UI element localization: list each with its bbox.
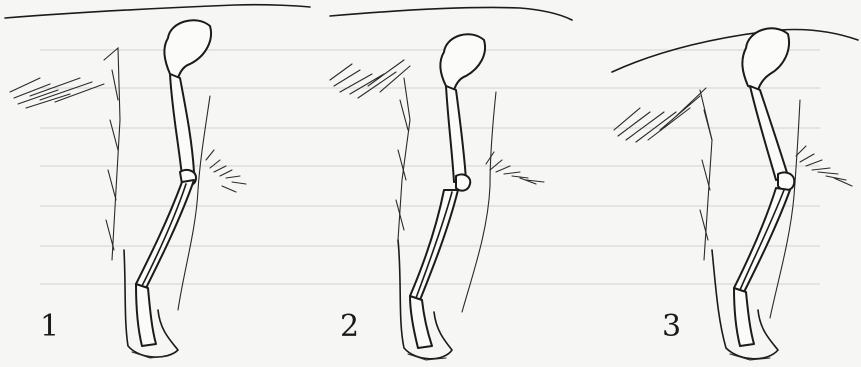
panel-label-3: 3 <box>662 312 681 342</box>
panel-2-chest-fur <box>330 60 410 240</box>
panel-3-back-line <box>612 29 858 72</box>
panel-1-chest-fur <box>10 48 120 260</box>
panel-1-drawing <box>5 5 310 358</box>
panel-2-scapula <box>440 34 485 90</box>
panel-1-scapula <box>164 20 211 78</box>
panel-1-humerus <box>170 74 194 176</box>
panel-2-drawing <box>330 7 572 360</box>
panel-2-humerus <box>446 86 466 182</box>
panel-1-back-line <box>5 5 310 18</box>
panel-label-2: 2 <box>340 312 359 342</box>
panel-2-elbow-fur <box>462 92 544 312</box>
panel-3-drawing <box>612 28 858 360</box>
panel-label-1: 1 <box>40 312 59 342</box>
panel-2-back-line <box>330 7 572 20</box>
panel-3-chest-fur <box>614 88 712 260</box>
panel-2-elbow-joint <box>456 174 470 190</box>
panel-3-scapula <box>742 28 789 90</box>
panel-3-elbow-joint <box>778 172 794 190</box>
panel-1-paw-bones <box>136 284 156 346</box>
panel-2-paw-bones <box>410 296 432 348</box>
panel-3-paw-bones <box>734 288 754 346</box>
